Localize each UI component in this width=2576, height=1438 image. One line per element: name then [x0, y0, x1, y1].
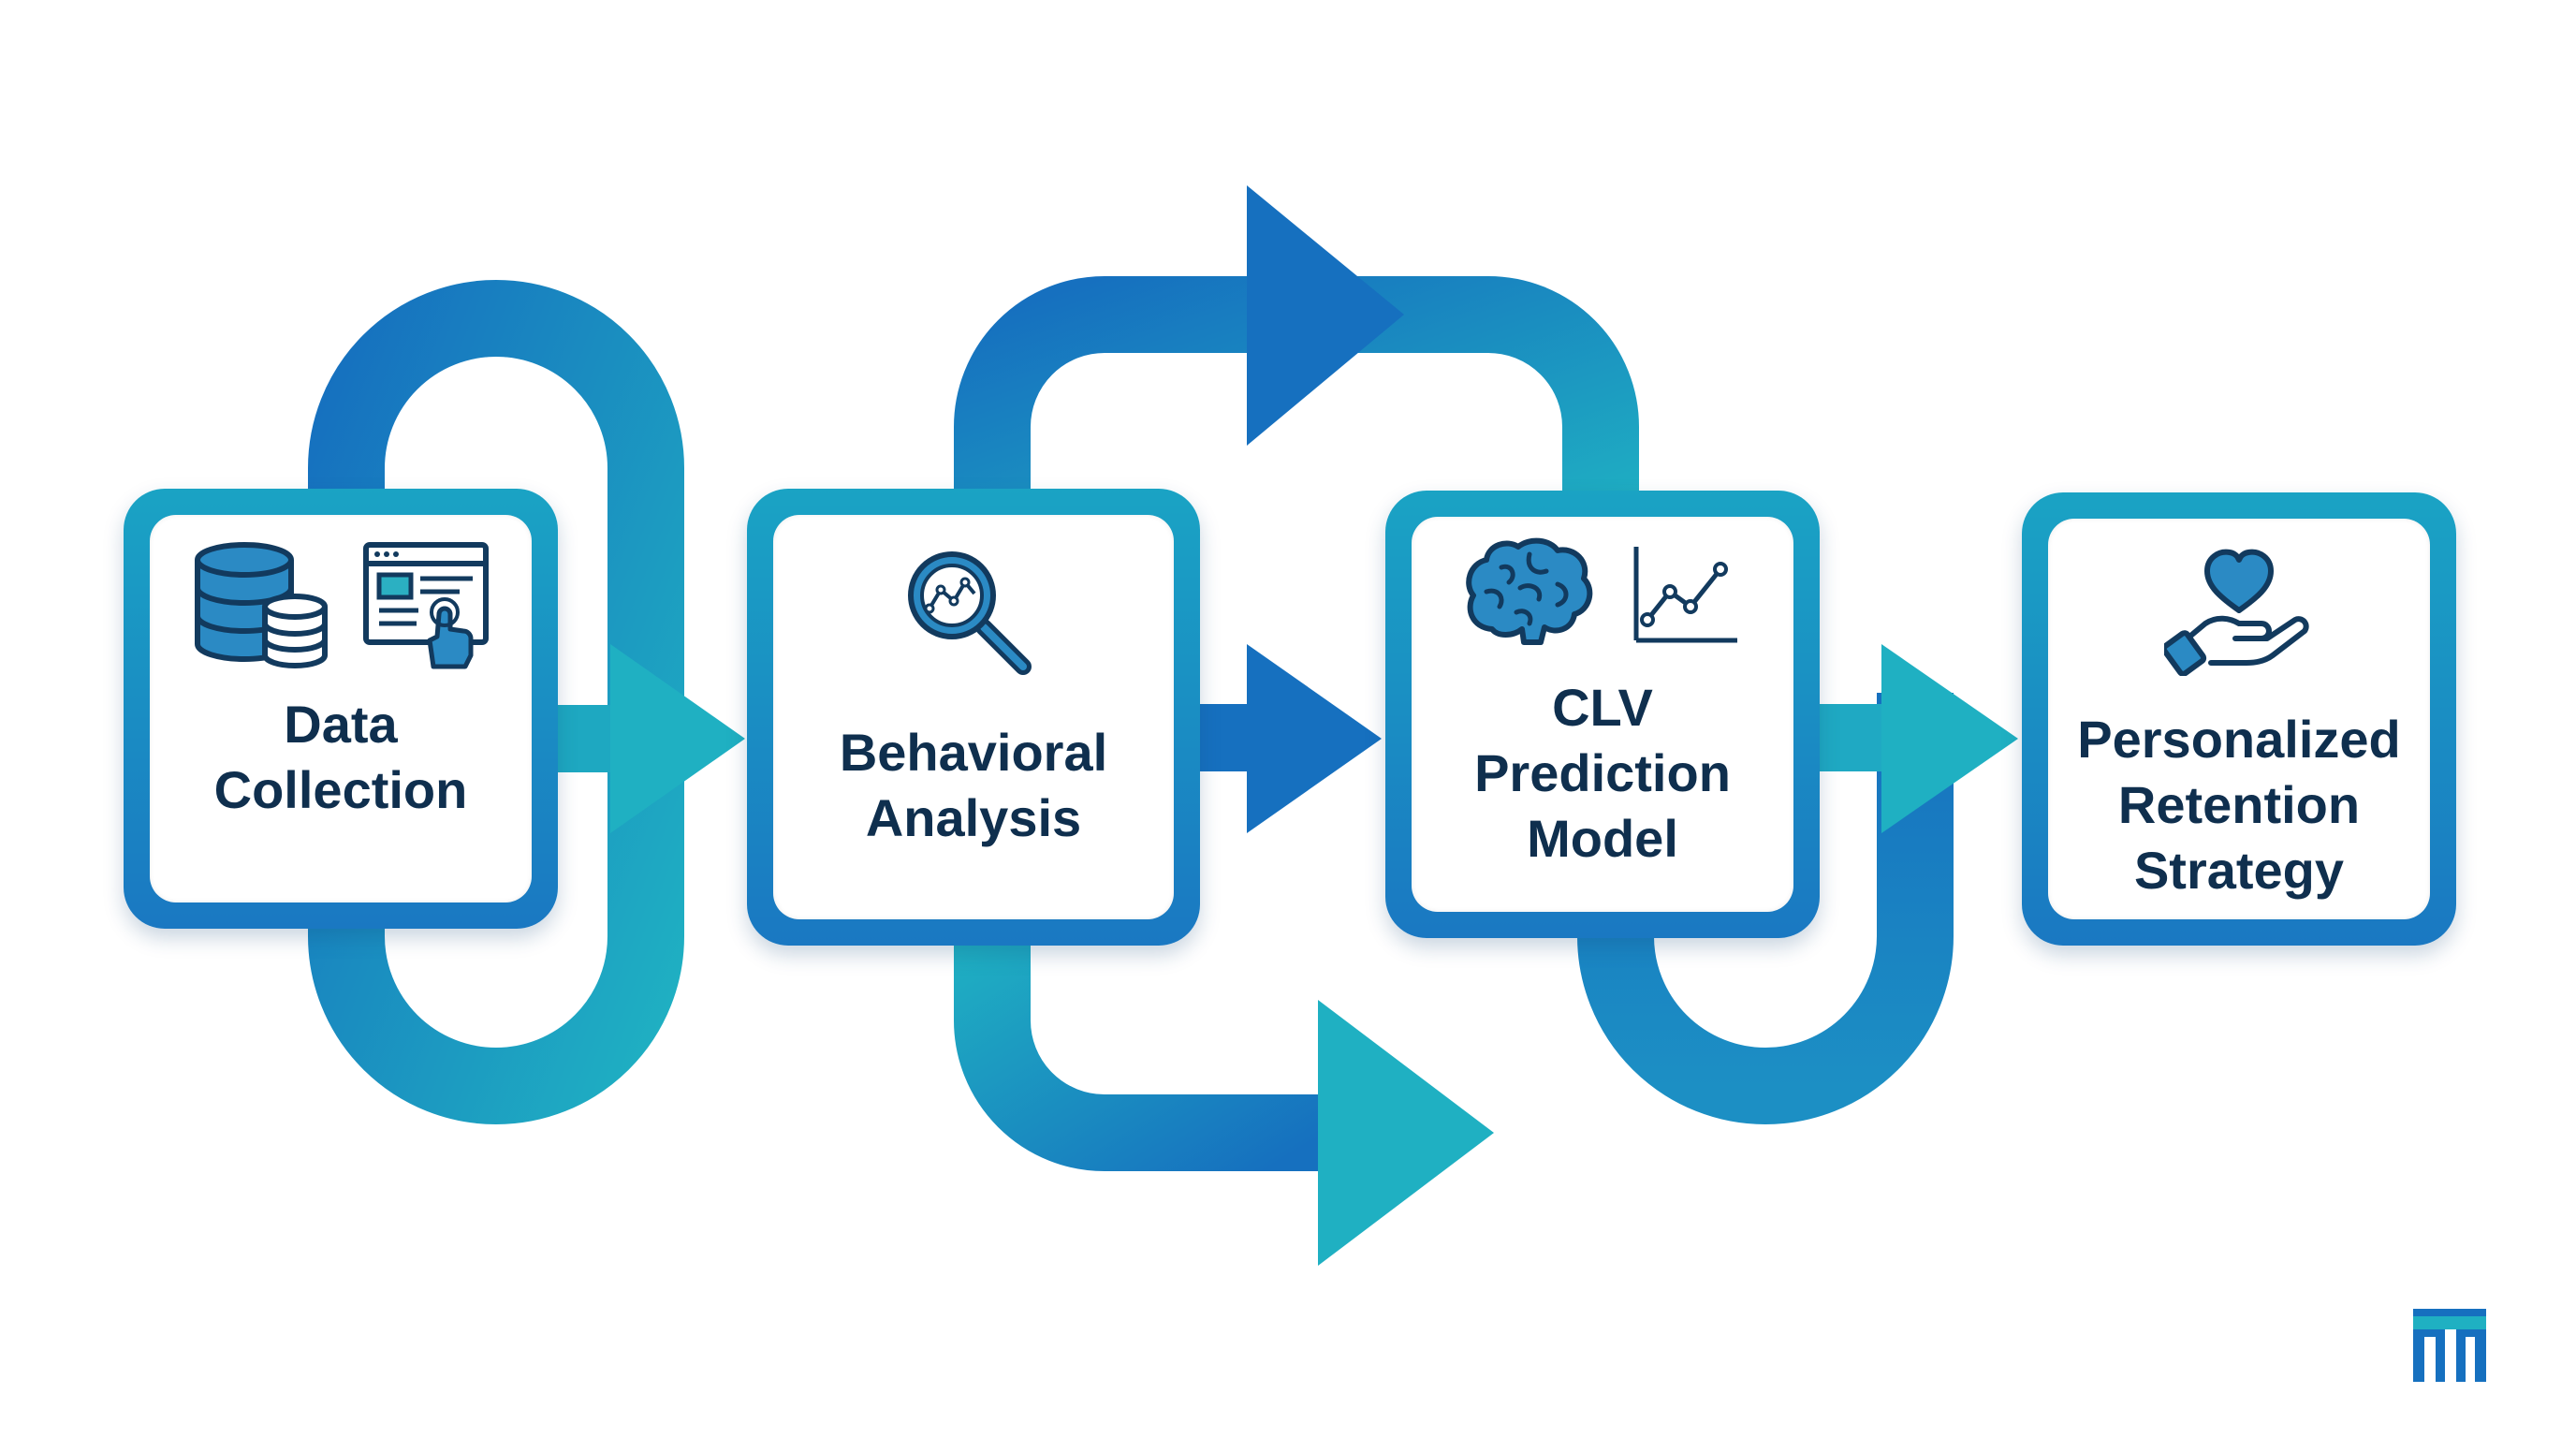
- bottom-arc-arrow: [954, 927, 1329, 1171]
- step-label-clv-prediction-model: CLV Prediction Model: [1474, 678, 1731, 868]
- top-arc-arrow-head: [1247, 185, 1404, 446]
- step-data-collection: Data Collection: [124, 489, 558, 929]
- line-chart-icon: [1629, 545, 1741, 653]
- bottom-arc-arrow-head: [1318, 1000, 1494, 1266]
- database-icon: [188, 539, 329, 675]
- step-card: Behavioral Analysis: [773, 515, 1174, 919]
- step-behavioral-analysis: Behavioral Analysis: [747, 489, 1200, 946]
- heart-hand-icon: [2160, 545, 2314, 681]
- web-click-icon: [362, 539, 493, 675]
- connector-arrow-2-head: [1247, 644, 1382, 833]
- connector-arrow-2-shaft: [1194, 704, 1254, 771]
- connector-arrow-1-head: [610, 644, 745, 833]
- magnifier-analytics-icon: [903, 547, 1044, 682]
- step-card: Personalized Retention Strategy: [2048, 519, 2430, 919]
- step-label-behavioral-analysis: Behavioral Analysis: [839, 723, 1108, 847]
- loop-arrow-3: [1577, 693, 1954, 1124]
- step-label-personalized-retention-strategy: Personalized Retention Strategy: [2077, 710, 2401, 900]
- connector-arrow-3-head: [1881, 644, 2018, 833]
- step-personalized-retention-strategy: Personalized Retention Strategy: [2022, 492, 2456, 946]
- step-label-data-collection: Data Collection: [213, 695, 468, 819]
- brain-icon: [1464, 536, 1595, 653]
- connector-arrow-3-shaft: [1816, 704, 1891, 771]
- step-clv-prediction-model: CLV Prediction Model: [1385, 491, 1820, 938]
- step-card: Data Collection: [150, 515, 532, 902]
- brand-logo-icon: [2413, 1309, 2486, 1382]
- step-card: CLV Prediction Model: [1412, 517, 1793, 912]
